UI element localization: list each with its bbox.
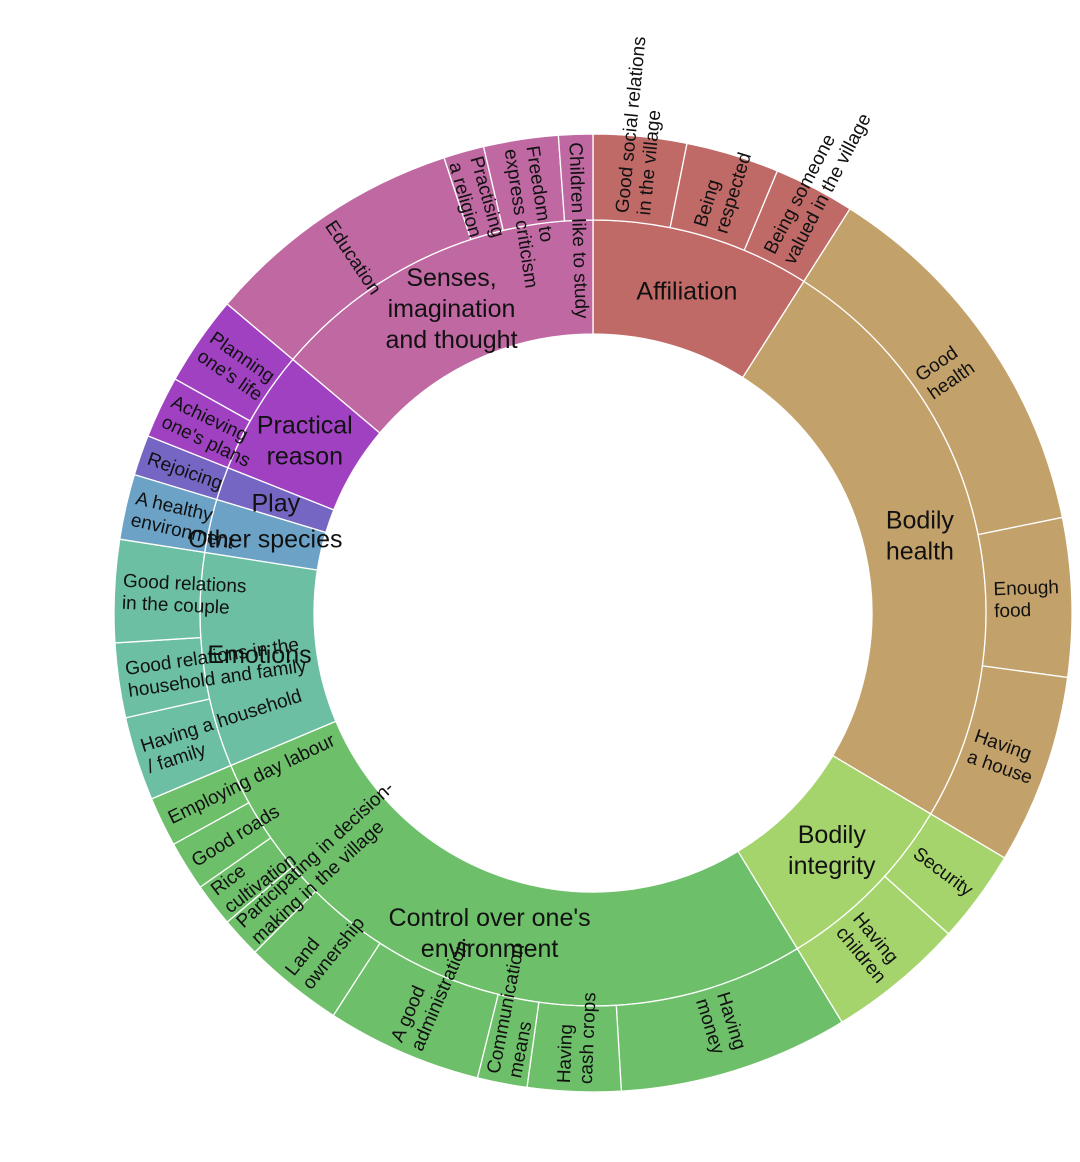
outer-arc-children-like-to-study[interactable] <box>557 133 594 222</box>
inner-label-play: Play <box>251 489 300 517</box>
outer-label-good-relations-in-the-couple: Good relationsin the couple <box>121 571 246 620</box>
arcs <box>113 133 1073 1093</box>
inner-label-affiliation: Affiliation <box>636 277 737 305</box>
inner-label-other-species: Other species <box>188 525 342 553</box>
outer-label-enough-food: Enoughfood <box>993 577 1060 622</box>
inner-label-emotions: Emotions <box>207 641 311 669</box>
outer-label-having-cash-crops: Havingcash crops <box>554 991 601 1084</box>
